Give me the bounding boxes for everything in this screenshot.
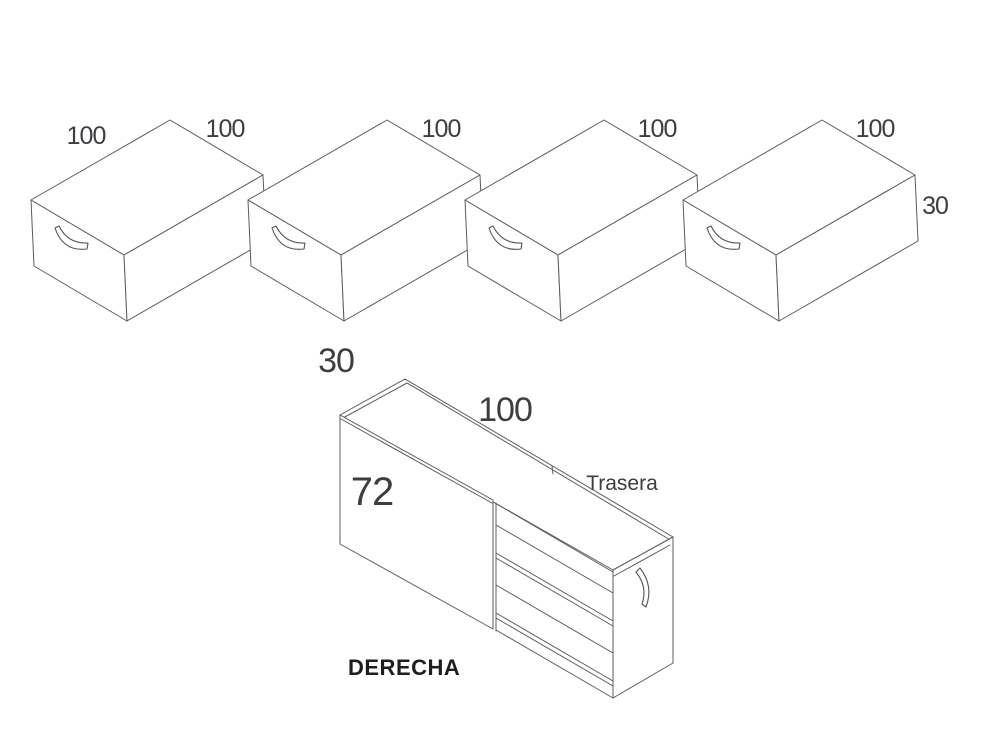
orientation-caption: DERECHA [348,655,460,680]
door-top-thickness-edge [340,418,493,504]
box2-width-label: 100 [422,115,461,143]
cabinet-top-panel-thickness-edge [342,382,673,542]
cabinet-height-label: 72 [351,470,394,514]
cabinet-depth-label: 30 [318,342,354,380]
shelf-2-back-edge [495,584,614,654]
box1-width-left-label: 100 [67,122,106,150]
shelf-1-front-edge [495,552,614,622]
shelf-2-front-thickness-edge [495,617,614,687]
section-bottom-edge [495,629,614,699]
right-panel-thickness-edge [613,544,671,577]
shelf-1-front-thickness-edge [495,557,614,627]
box4-height-label: 30 [922,192,948,220]
cabinet-width-label: 100 [478,391,532,429]
back-panel-label: Trasera [586,472,658,495]
box4-width-label: 100 [856,115,895,143]
section-top-edge [494,502,614,573]
box1-width-right-label: 100 [206,115,245,143]
storage-box-2 [247,119,484,322]
box3-width-label: 100 [638,115,677,143]
cabinet-open-section [494,502,614,699]
back-panel-corner-tick [551,465,554,475]
storage-box-4 [682,119,919,322]
shelf-1-back-edge [495,524,614,594]
cabinet-figure [339,378,674,699]
cabinet-sliding-door [339,414,494,630]
cabinet-right-end-panel [612,536,674,699]
shelf-2-front-edge [495,612,614,682]
storage-box-3 [464,119,701,322]
storage-box-1 [30,119,267,322]
door-handle-icon [635,567,650,608]
